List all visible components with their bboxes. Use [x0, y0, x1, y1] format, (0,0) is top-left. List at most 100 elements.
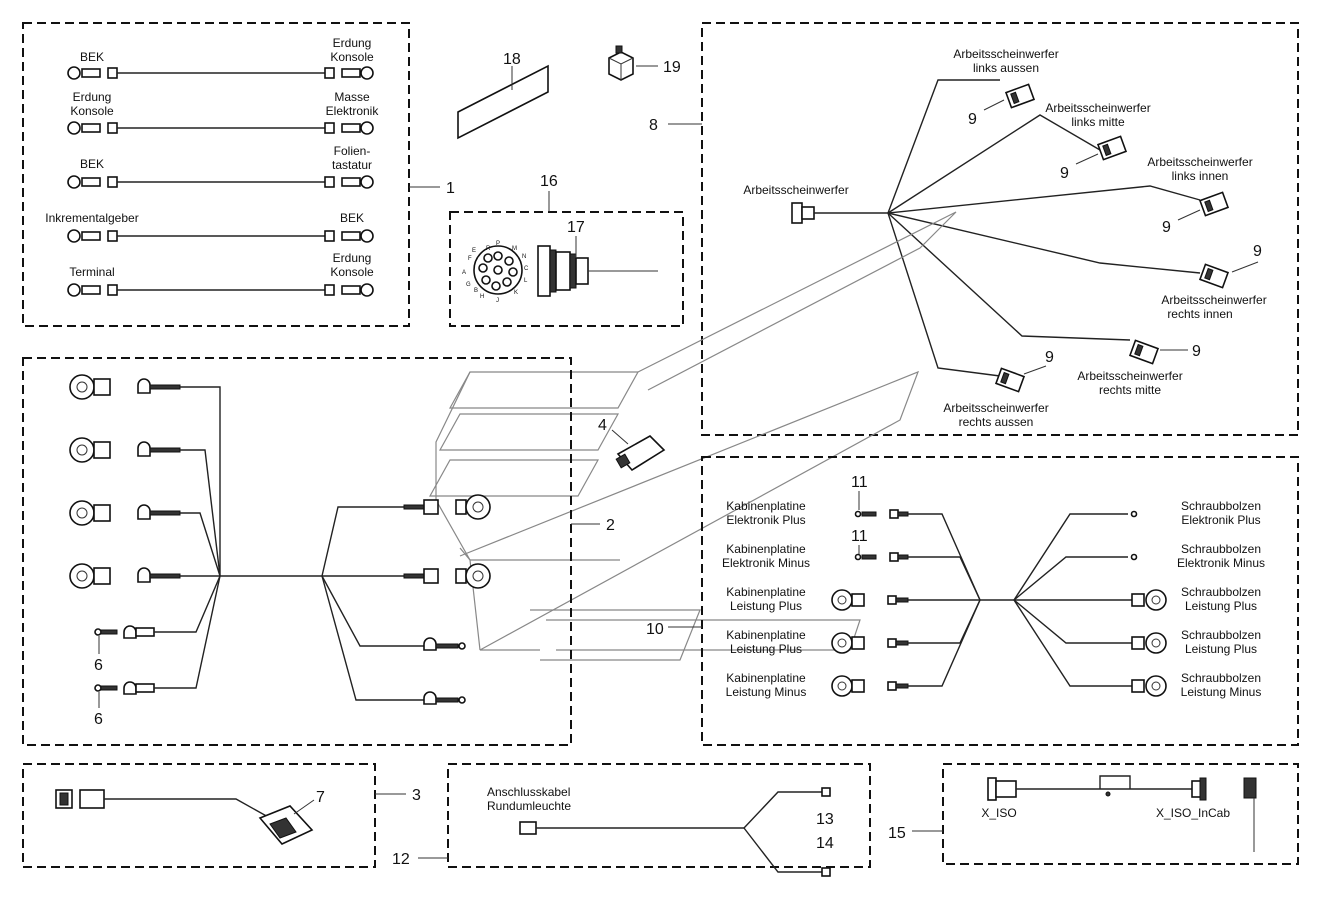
iso-label: X_ISO [981, 806, 1016, 820]
beacon-cable-label: Rundumleuchte [487, 799, 571, 813]
ring-terminal-cable [403, 563, 491, 589]
board-terminal [854, 552, 909, 562]
part-7-number: 7 [316, 789, 325, 806]
part-17-number: 17 [567, 219, 585, 236]
ring-terminal-cable [403, 494, 491, 520]
group-12-number: 12 [392, 851, 410, 868]
part-9-number: 9 [1045, 349, 1054, 366]
bolt-label: Schraubbolzen [1181, 542, 1261, 556]
ring-terminal-cable [69, 437, 221, 577]
connector-side-view [537, 245, 658, 297]
part-9-number: 9 [1162, 219, 1171, 236]
group-15-number: 15 [888, 825, 906, 842]
group-1-label: Folien- [334, 144, 371, 158]
pin-label: R [486, 246, 491, 252]
small-terminal-cable [94, 575, 221, 695]
group-1-label: Erdung [73, 90, 112, 104]
group-1-frame [22, 22, 410, 327]
pin-label: B [474, 288, 478, 294]
pin-label: G [466, 282, 471, 288]
board-label: Leistung Plus [730, 642, 802, 656]
group-10-frame [701, 456, 1299, 746]
work-light-label: Arbeitsscheinwerfer [953, 47, 1058, 61]
group-16-frame [449, 211, 684, 327]
pin-label: M [512, 246, 517, 252]
ring-terminal-cable [69, 374, 221, 576]
part-9-number: 9 [1192, 343, 1201, 360]
cable-plug-connector [55, 789, 105, 809]
part-13-number: 13 [816, 811, 834, 828]
part-11-number: 11 [851, 528, 868, 545]
work-light-connector [994, 367, 1026, 393]
pin-label: F [468, 256, 472, 262]
iso-connector [987, 777, 1017, 801]
small-terminal-cable [94, 575, 221, 639]
bolt-terminal [1130, 553, 1138, 561]
group-10-number: 10 [646, 621, 664, 638]
work-light-label: links aussen [973, 61, 1039, 75]
part-4-number: 4 [598, 417, 607, 434]
group-1-label: Masse [334, 90, 370, 104]
group-1-label: Inkrementalgeber [45, 211, 138, 225]
pin-label: H [480, 294, 484, 300]
plug-connector-part [615, 435, 666, 472]
work-light-label: Arbeitsscheinwerfer [1147, 155, 1252, 169]
group-1-cable-row [67, 66, 374, 80]
group-1-label: Erdung [333, 36, 372, 50]
group-1-cable-row [67, 283, 374, 297]
work-light-connector [1128, 339, 1160, 365]
group-1-label: BEK [340, 211, 364, 225]
bolt-label: Leistung Plus [1185, 599, 1257, 613]
pin-label: A [462, 270, 466, 276]
board-label: Kabinenplatine [726, 499, 806, 513]
board-label: Kabinenplatine [726, 628, 806, 642]
work-light-connector [1004, 83, 1036, 109]
board-label: Kabinenplatine [726, 542, 806, 556]
work-light-label: rechts innen [1167, 307, 1232, 321]
pin-label: K [514, 290, 518, 296]
pin-label: C [524, 266, 529, 272]
group-1-label: Konsole [70, 104, 114, 118]
bolt-label: Leistung Plus [1185, 642, 1257, 656]
bolt-label: Leistung Minus [1181, 685, 1262, 699]
work-light-label: rechts aussen [959, 415, 1034, 429]
bolt-label: Schraubbolzen [1181, 585, 1261, 599]
group-1-cable-row [67, 175, 374, 189]
iso-socket-cap [1243, 777, 1257, 852]
group-1-label: BEK [80, 157, 104, 171]
part-6-number: 6 [94, 711, 103, 728]
board-terminal [831, 675, 909, 697]
bolt-label: Schraubbolzen [1181, 499, 1261, 513]
board-terminal [831, 632, 909, 654]
work-light-label: Arbeitsscheinwerfer [1045, 101, 1150, 115]
work-light-main-connector [791, 202, 815, 224]
group-2-frame [22, 357, 572, 746]
bolt-label: Schraubbolzen [1181, 628, 1261, 642]
bolt-label: Elektronik Plus [1181, 513, 1260, 527]
bolt-label: Schraubbolzen [1181, 671, 1261, 685]
ring-terminal-cable [69, 563, 322, 589]
group-8-number: 8 [649, 117, 658, 134]
part-14-number: 14 [816, 835, 834, 852]
beacon-cable-label: Anschlusskabel [487, 785, 570, 799]
pin-label: E [472, 248, 476, 254]
bolt-terminal [1131, 675, 1167, 697]
group-1-number: 1 [446, 180, 455, 197]
work-light-connector [1096, 135, 1128, 161]
beacon-plug [519, 821, 537, 835]
label-sheet-part [457, 64, 549, 140]
part-11-number: 11 [851, 474, 868, 491]
relay-part [608, 45, 634, 81]
part-9-number: 9 [968, 111, 977, 128]
part-19-number: 19 [663, 59, 681, 76]
group-2-number: 2 [606, 517, 615, 534]
board-label: Kabinenplatine [726, 671, 806, 685]
group-1-label: BEK [80, 50, 104, 64]
bolt-terminal [1131, 632, 1167, 654]
pin-label: L [524, 278, 528, 284]
group-1-cable-row [67, 229, 374, 243]
group-1-label: Elektronik [326, 104, 380, 118]
connector-pin-face: P R M F N E A G L B H K J C [462, 241, 529, 304]
part-18-number: 18 [503, 51, 521, 68]
